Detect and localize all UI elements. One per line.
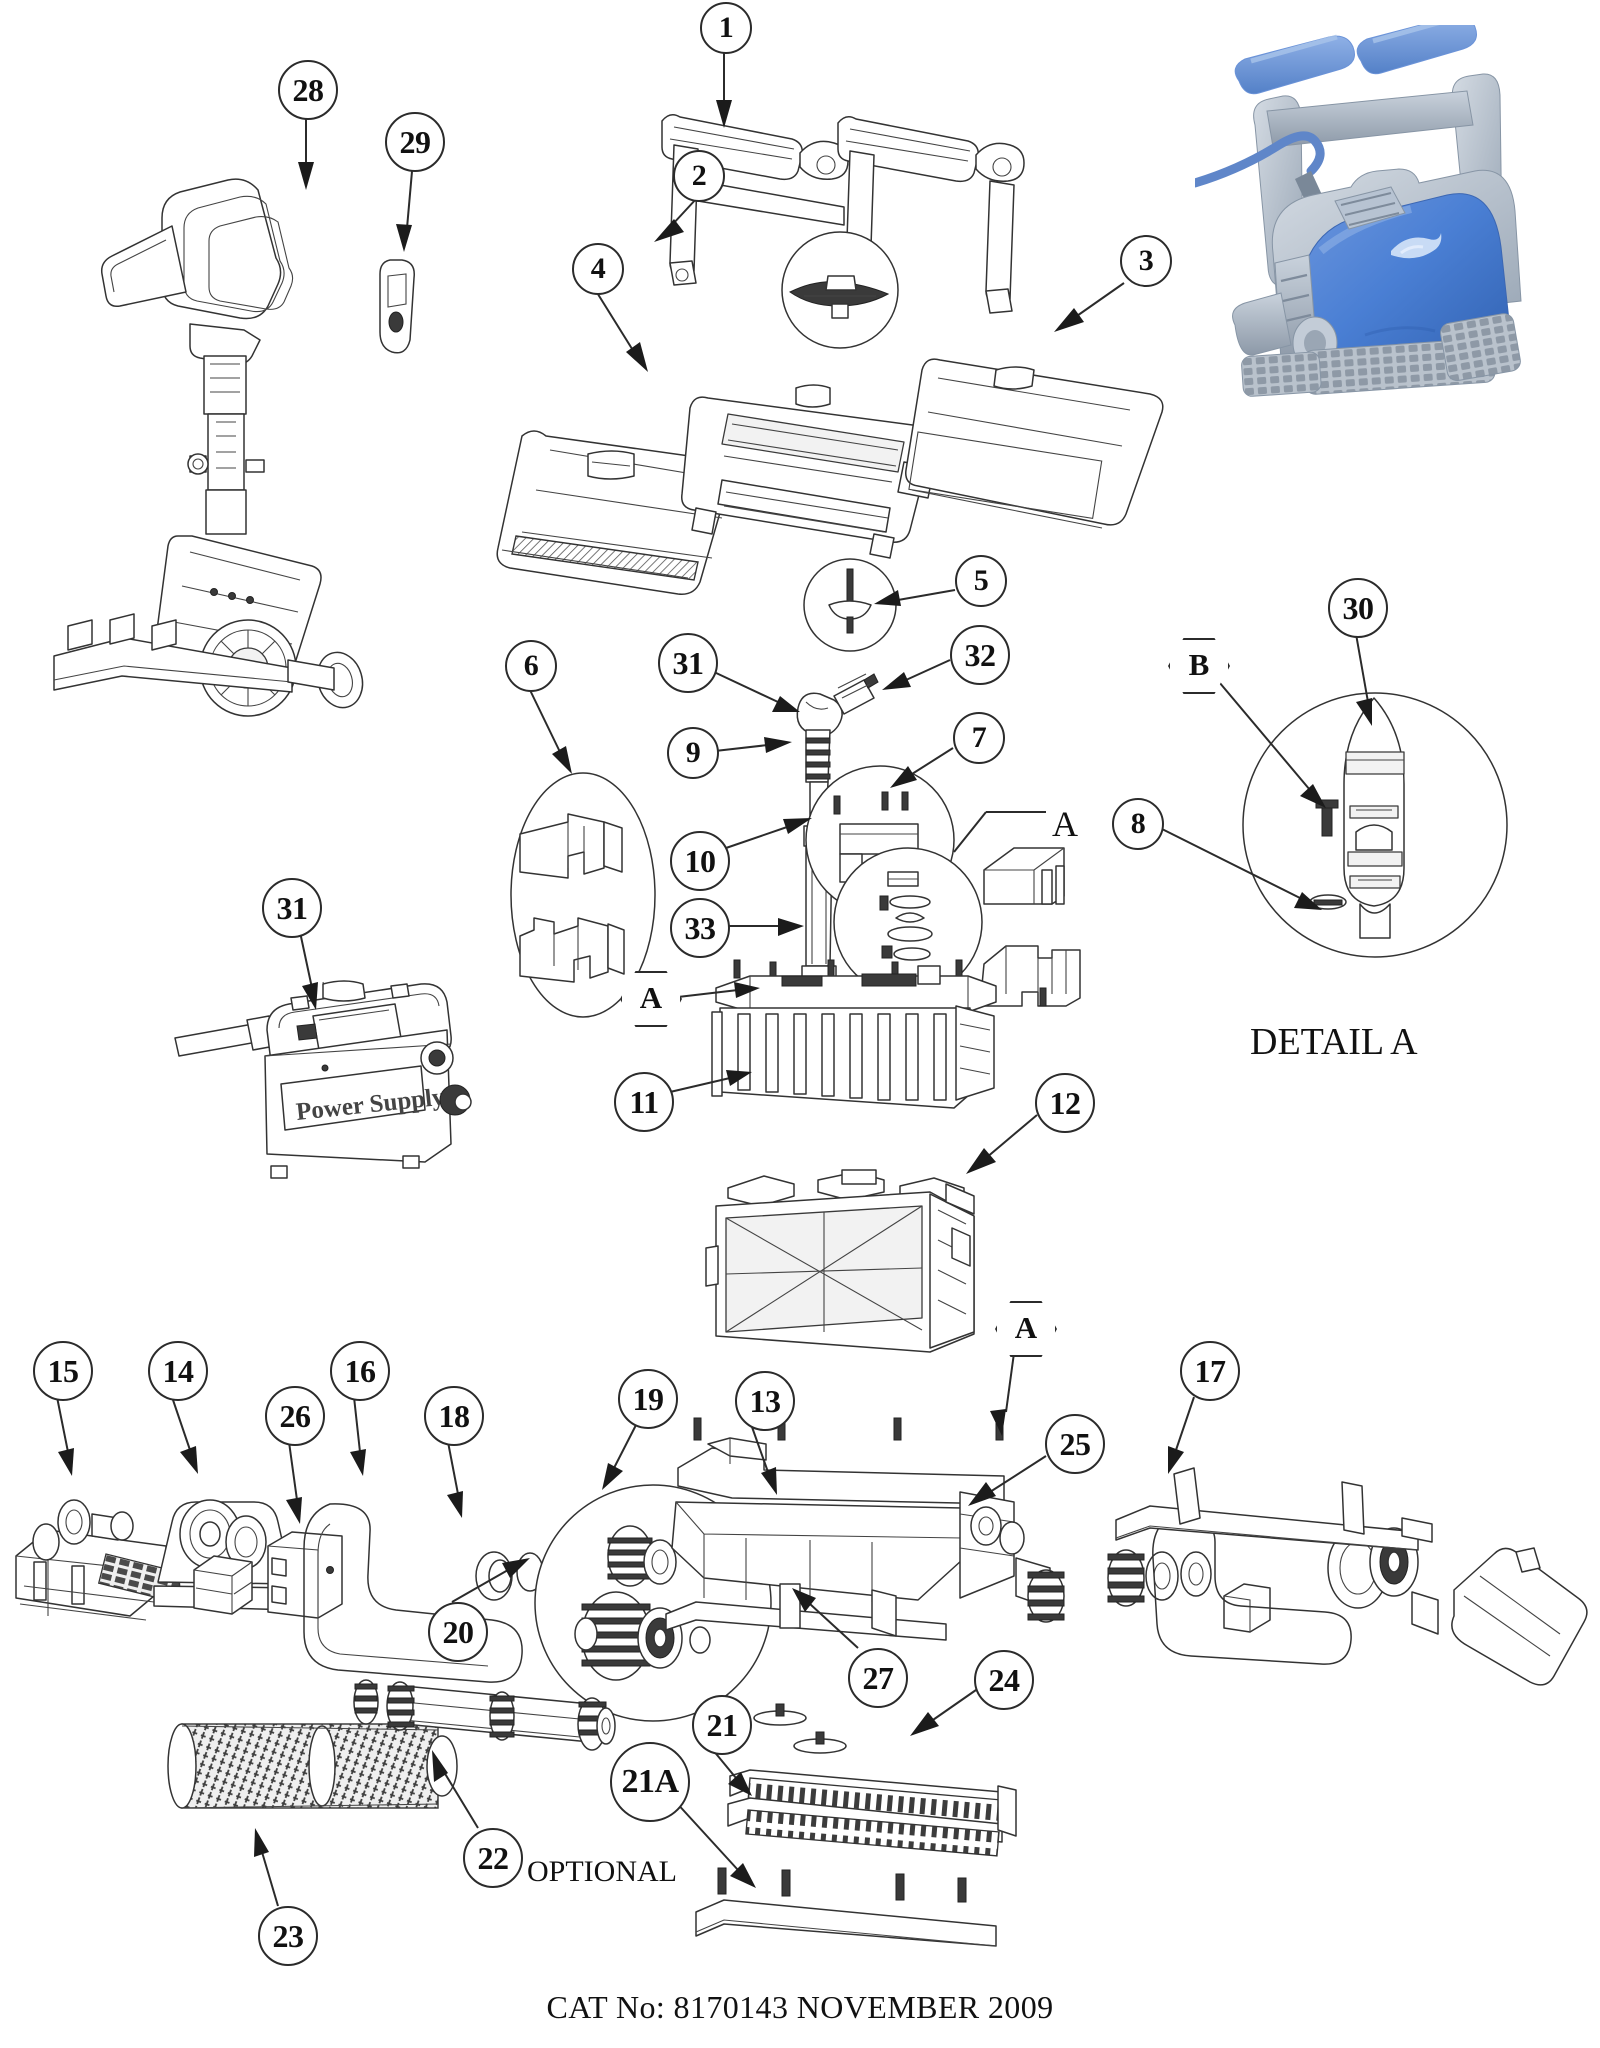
callout-bubble-12[interactable]: 12 [1035, 1073, 1095, 1133]
screw-detail-circle-part-5 [795, 555, 905, 655]
callout-bubble-17[interactable]: 17 [1180, 1341, 1240, 1401]
callout-bubble-1[interactable]: 1 [700, 2, 752, 54]
hex-callout-label: A [639, 980, 663, 1015]
gearbox-detail-circle-19-20 [528, 1478, 778, 1728]
hex-callout-B[interactable]: B [1168, 638, 1230, 694]
callout-bubble-25[interactable]: 25 [1045, 1414, 1105, 1474]
roller-shaft-part-22 [352, 1662, 642, 1772]
cover-half-left-part-4 [492, 410, 782, 600]
callout-bubble-2[interactable]: 2 [673, 150, 725, 202]
hex-callout-A2[interactable]: A [995, 1301, 1057, 1357]
callout-bubble-21A[interactable]: 21A [610, 1742, 690, 1822]
handle-clip-part-29 [368, 250, 428, 360]
callout-bubble-16[interactable]: 16 [330, 1341, 390, 1401]
callout-bubble-31b[interactable]: 31 [262, 878, 322, 938]
fastener-disc-upper [750, 1700, 810, 1730]
callout-bubble-6[interactable]: 6 [505, 640, 557, 692]
fastener-disc-lower [790, 1728, 850, 1758]
motor-housing-block-part-11 [711, 959, 1002, 1120]
latch-detail-circle-part-2 [770, 230, 910, 350]
callout-bubble-22[interactable]: 22 [463, 1828, 523, 1888]
callout-bubble-29[interactable]: 29 [385, 112, 445, 172]
clip-pair-oval-detail-part-6 [498, 770, 668, 1020]
callout-bubble-19[interactable]: 19 [618, 1369, 678, 1429]
text-label-detail-a: DETAIL A [1250, 1021, 1418, 1063]
callout-bubble-15[interactable]: 15 [33, 1341, 93, 1401]
robot-handle-bar-part-1 [660, 95, 1025, 325]
detail-a-circle-float-sensor [1240, 690, 1510, 960]
track-belt-part-16 [290, 1490, 540, 1690]
connector-block-lower [979, 930, 1090, 1010]
callout-bubble-26[interactable]: 26 [265, 1386, 325, 1446]
side-drive-unit-part-15 [10, 1470, 210, 1640]
handle-caddy-assembly [40, 160, 460, 720]
callout-bubble-14[interactable]: 14 [148, 1341, 208, 1401]
connector-block-upper [980, 840, 1080, 920]
scraper-blade-right [1440, 1530, 1600, 1690]
callout-bubble-5[interactable]: 5 [955, 555, 1007, 607]
hex-callout-label: B [1188, 647, 1210, 682]
hex-callout-label: A [1014, 1310, 1038, 1345]
callout-bubble-8[interactable]: 8 [1112, 798, 1164, 850]
bristle-brush-roller-part-23 [160, 1710, 490, 1830]
footer-catalog-number: CAT No: 8170143 NOVEMBER 2009 [546, 1989, 1054, 2025]
callout-bubble-32[interactable]: 32 [950, 625, 1010, 685]
mounting-rail-part-17 [1110, 1448, 1440, 1568]
callout-bubble-28[interactable]: 28 [278, 60, 338, 120]
power-supply-unit-part-31: Power Supply [174, 980, 485, 1190]
filter-cartridge-part-12 [700, 1169, 990, 1360]
callout-bubble-10[interactable]: 10 [670, 831, 730, 891]
callout-bubble-33[interactable]: 33 [670, 898, 730, 958]
main-chassis-frame [660, 1417, 1080, 1658]
callout-bubble-18[interactable]: 18 [424, 1386, 484, 1446]
callout-bubble-27[interactable]: 27 [848, 1648, 908, 1708]
callout-bubble-7[interactable]: 7 [953, 712, 1005, 764]
callout-bubble-20[interactable]: 20 [428, 1602, 488, 1662]
base-plate-part-24 [690, 1867, 1010, 1958]
callout-bubble-21[interactable]: 21 [692, 1695, 752, 1755]
callout-bubble-9[interactable]: 9 [667, 727, 719, 779]
callout-bubble-24[interactable]: 24 [974, 1650, 1034, 1710]
cover-half-right-part-3 [900, 340, 1190, 540]
track-belt-right [1145, 1498, 1365, 1678]
combed-brush-part-21 [722, 1758, 1022, 1858]
callout-bubble-11[interactable]: 11 [614, 1072, 674, 1132]
callout-bubble-4[interactable]: 4 [572, 243, 624, 295]
callout-bubble-3[interactable]: 3 [1120, 235, 1172, 287]
text-label-plain-a: A [1052, 804, 1078, 844]
text-label-optional: OPTIONAL [527, 1855, 677, 1888]
seal-kit-detail-circle [828, 842, 988, 1002]
callout-bubble-23[interactable]: 23 [258, 1906, 318, 1966]
callout-bubble-30[interactable]: 30 [1328, 578, 1388, 638]
product-photo-dolphin-robot [1190, 14, 1585, 405]
small-block-part [188, 1548, 258, 1618]
callout-bubble-31a[interactable]: 31 [658, 633, 718, 693]
callout-bubble-13[interactable]: 13 [735, 1371, 795, 1431]
